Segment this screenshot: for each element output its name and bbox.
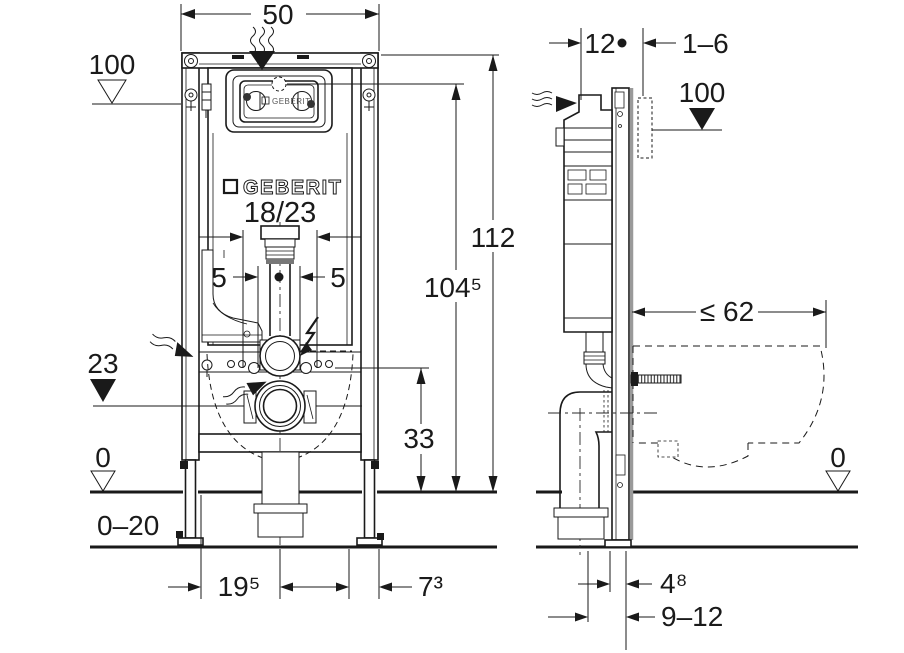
flush-pipe-side	[583, 332, 613, 389]
dim-pipe-offset	[199, 230, 361, 368]
dim-offset-5: 5 5	[211, 262, 346, 368]
panel-brand-label: GEBERIT	[272, 97, 311, 106]
electrical-flash-icon	[300, 316, 319, 356]
level-marker-0-side: 0	[825, 442, 851, 492]
anchor-bolt-right	[362, 88, 376, 111]
dim-112-label: 112	[471, 222, 516, 253]
drain-assembly	[243, 380, 317, 538]
dim-bowl-depth: ≤ 62	[632, 296, 827, 348]
water-supply-icon	[249, 26, 275, 70]
flush-bend-front	[259, 335, 301, 377]
front-view: GEBERIT GEBERIT 18/23	[87, 0, 519, 602]
dim-depth-top: 12 1–6	[549, 28, 729, 100]
dim-width-label: 50	[262, 0, 293, 30]
level-marker-100-front: 100	[89, 49, 181, 105]
level-100-label: 100	[89, 49, 136, 80]
dim-73-label: 7³	[418, 571, 443, 602]
dim-1-6-label: 1–6	[682, 28, 729, 59]
dim-5-left-label: 5	[211, 262, 227, 293]
actuator-plate-dashed	[637, 97, 653, 159]
cistern-profile	[555, 94, 613, 333]
dim-104-label: 104⁵	[424, 272, 482, 303]
front-floor-lines	[90, 490, 497, 549]
dim-195-label: 19⁵	[218, 571, 261, 602]
anchor-bolt-left	[184, 88, 198, 111]
side-floor-lines	[536, 490, 858, 549]
level-0-side-label: 0	[830, 442, 846, 473]
threaded-rod	[630, 372, 682, 386]
side-view: 12 1–6 100 ≤ 62 0 4⁸ 9	[531, 28, 858, 650]
toilet-bowl-dashed	[632, 345, 825, 468]
level-0-label: 0	[95, 442, 111, 473]
level-marker-23: 23	[87, 348, 119, 402]
dim-9-12-label: 9–12	[661, 601, 723, 632]
level-marker-0-front: 0 0–20	[90, 442, 159, 541]
drain-elbow-side	[548, 390, 660, 555]
dim-33-label: 33	[403, 423, 434, 454]
dim-heights-right: 112 104⁵ 33	[287, 54, 519, 492]
dim-width-top: 50	[180, 0, 380, 51]
water-supply-side-icon	[531, 91, 577, 112]
brand-label: GEBERIT	[243, 177, 342, 199]
dim-5-right-label: 5	[330, 262, 346, 293]
fill-valve	[201, 249, 263, 343]
dim-48-label: 4⁸	[660, 568, 687, 599]
water-inlet-icon	[149, 333, 194, 357]
level-23-label: 23	[87, 348, 118, 379]
water-flow-icon	[222, 381, 267, 405]
supply-valve-detail	[201, 83, 212, 118]
cover-branding: GEBERIT 18/23	[222, 177, 342, 229]
dim-62-label: ≤ 62	[700, 296, 754, 327]
dim-bottom-side: 4⁸ 9–12	[548, 551, 723, 650]
level-marker-100-side: 100	[652, 77, 726, 131]
dim-bottom-front: 19⁵ 7³	[168, 495, 443, 602]
level-100-side-label: 100	[679, 77, 726, 108]
mounting-frame	[176, 52, 384, 546]
dim-12-label: 12	[584, 28, 615, 59]
wall-rail	[604, 87, 634, 548]
actuator-panel: GEBERIT	[225, 69, 333, 133]
level-0-20-label: 0–20	[97, 510, 159, 541]
